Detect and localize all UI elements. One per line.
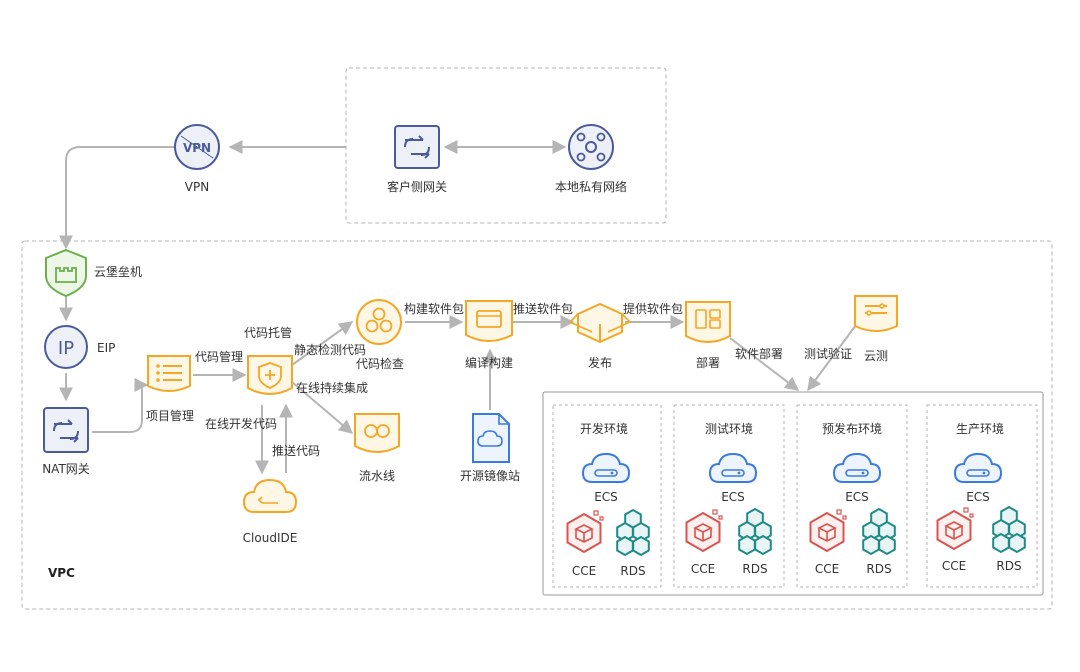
svg-text:VPN: VPN — [183, 141, 211, 155]
window-icon — [465, 300, 513, 342]
vpc-label: VPC — [48, 566, 75, 580]
online-dev-label: 在线开发代码 — [205, 417, 278, 431]
cloud-server-icon — [708, 452, 758, 483]
env-title-prod: 生产环境 — [955, 422, 1005, 436]
environments-boundary — [542, 391, 1044, 596]
software-deploy-label: 软件部署 — [735, 347, 784, 361]
env-box-staging — [796, 404, 908, 588]
edge-nat-to-project — [92, 378, 149, 433]
shield-plus-icon — [247, 355, 293, 395]
env-title-dev: 开发环境 — [579, 422, 629, 436]
edge-code-to-check — [291, 321, 354, 366]
env-rds-label-test: RDS — [742, 562, 768, 576]
vpn-label: VPN — [184, 180, 210, 194]
hexagon-cluster-icon — [992, 505, 1026, 554]
env-box-prod — [926, 404, 1038, 588]
env-ecs-label-staging: ECS — [845, 490, 869, 504]
provide-package-label: 提供软件包 — [623, 302, 684, 316]
edge-vpn-to-bastion — [59, 146, 175, 250]
edge-test-to-envs — [807, 324, 857, 392]
nat-gateway-icon — [43, 407, 89, 453]
cloud-server-icon — [953, 452, 1003, 483]
castle-shield-icon — [45, 248, 87, 298]
env-rds-label-dev: RDS — [620, 564, 646, 578]
env-ecs-label-dev: ECS — [594, 490, 618, 504]
code-management-label: 代码管理 — [195, 350, 244, 364]
deploy-label: 部署 — [695, 356, 721, 370]
cube-icon — [936, 507, 974, 551]
cube-icon — [809, 509, 847, 553]
edge-code-to-pipeline — [291, 381, 354, 434]
cloud-file-icon — [472, 413, 510, 463]
connectors — [59, 140, 857, 475]
build-package-label: 构建软件包 — [404, 302, 465, 316]
cube-icon — [566, 510, 604, 554]
list-icon — [147, 355, 191, 392]
continuous-integration-label: 在线持续集成 — [296, 381, 369, 395]
vpn-icon: VPN — [174, 124, 220, 170]
eip-label: EIP — [97, 341, 116, 355]
code-hosting-label: 代码托管 — [244, 326, 293, 340]
push-package-label: 推送软件包 — [513, 302, 574, 316]
env-cce-label-staging: CCE — [814, 562, 840, 576]
environment-icons — [566, 452, 1026, 557]
static-check-label: 静态检测代码 — [294, 343, 367, 357]
nat-label: NAT网关 — [42, 462, 90, 476]
server-icon — [854, 295, 898, 332]
release-label: 发布 — [587, 356, 613, 370]
local-network-label: 本地私有网络 — [554, 180, 628, 194]
mirror-label: 开源镜像站 — [459, 469, 521, 483]
edge-deploy-to-envs — [729, 337, 800, 391]
env-box-test — [673, 404, 785, 588]
hexagon-cluster-icon — [862, 507, 896, 556]
pipeline-label: 流水线 — [358, 469, 396, 483]
on-premise-boundary — [345, 67, 667, 224]
box-icon — [568, 302, 632, 344]
compile-build-label: 编译构建 — [464, 356, 514, 370]
cloud-server-icon — [832, 452, 882, 483]
env-cce-label-test: CCE — [690, 562, 716, 576]
cloudide-label: CloudIDE — [242, 531, 298, 545]
env-cce-label-dev: CCE — [571, 564, 597, 578]
env-box-dev — [552, 404, 662, 588]
env-rds-label-prod: RDS — [996, 559, 1022, 573]
cube-icon — [685, 509, 723, 553]
env-title-staging: 预发布环境 — [821, 422, 883, 436]
test-verify-label: 测试验证 — [804, 347, 853, 361]
cloud-server-icon — [581, 452, 631, 483]
cloud-test-label: 云测 — [864, 349, 889, 363]
project-management-label: 项目管理 — [145, 409, 195, 423]
customer-gateway-label: 客户侧网关 — [386, 180, 448, 194]
vpc-boundary — [21, 240, 1053, 610]
grid-icon — [685, 301, 731, 343]
cloud-code-icon — [242, 478, 298, 513]
circles-icon — [356, 299, 402, 345]
gateway-icon — [394, 125, 440, 169]
env-title-test: 测试环境 — [704, 422, 754, 436]
ip-icon: IP — [44, 325, 88, 369]
env-rds-label-staging: RDS — [866, 562, 892, 576]
svg-text:IP: IP — [58, 338, 74, 359]
network-hub-icon — [568, 124, 614, 170]
bastion-label: 云堡垒机 — [94, 265, 143, 279]
code-check-label: 代码检查 — [355, 357, 405, 371]
hexagon-cluster-icon — [616, 508, 650, 557]
env-cce-label-prod: CCE — [941, 559, 967, 573]
env-ecs-label-prod: ECS — [966, 490, 990, 504]
push-code-label: 推送代码 — [272, 444, 321, 458]
infinity-icon — [354, 413, 400, 453]
env-ecs-label-test: ECS — [721, 490, 745, 504]
hexagon-cluster-icon — [738, 507, 772, 556]
